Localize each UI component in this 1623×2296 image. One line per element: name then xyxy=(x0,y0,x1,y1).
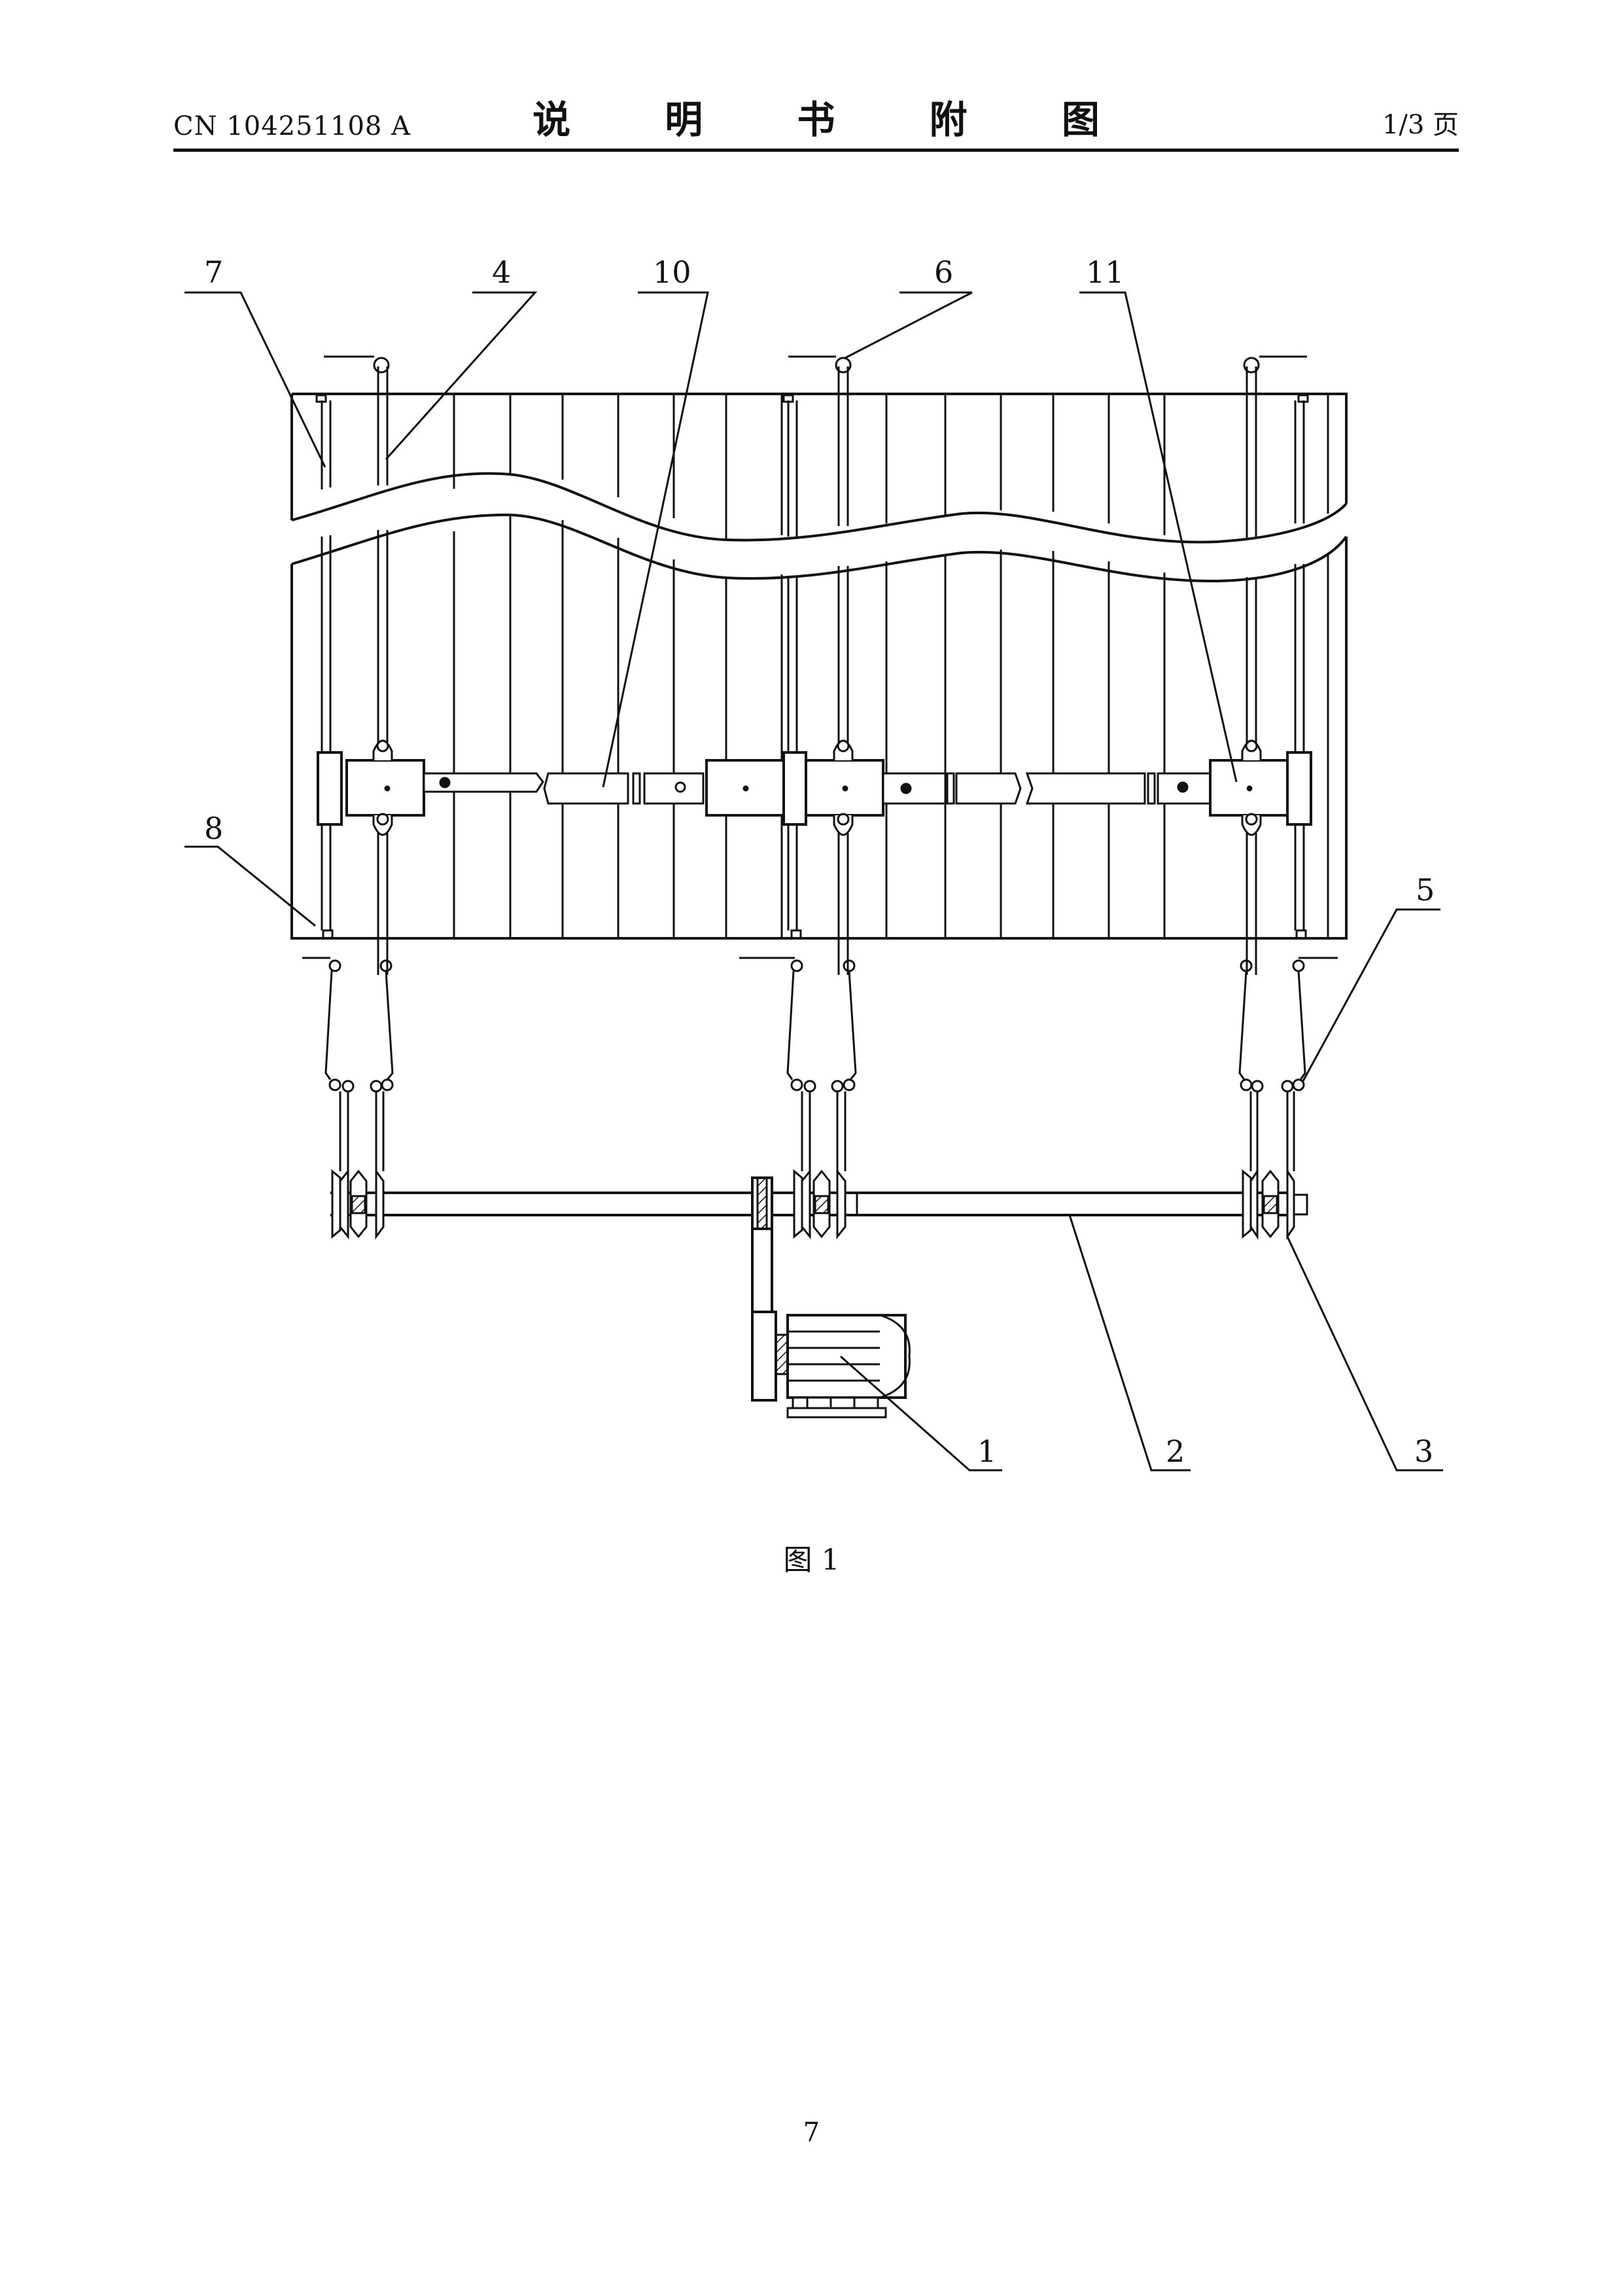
label-motor: 1 xyxy=(977,1434,996,1469)
label-rod: 4 xyxy=(492,255,511,290)
label-side-bar: 7 xyxy=(204,255,223,290)
bottom-rod-caps xyxy=(322,929,1307,940)
page-header: CN 104251108 A 说 明 书 附 图 1/3 页 xyxy=(173,92,1459,150)
cable-guides xyxy=(302,957,1338,1093)
document-title: 说 明 书 附 图 xyxy=(532,97,1140,142)
label-cable-pulley: 6 xyxy=(934,255,953,290)
label-cable-guide: 5 xyxy=(1416,872,1435,908)
header-rule xyxy=(173,149,1459,152)
shaft-pulleys xyxy=(331,1168,1308,1240)
page-number: 7 xyxy=(803,2117,820,2147)
cross-beam-assembly xyxy=(317,739,1312,836)
vertical-rods xyxy=(321,366,1305,975)
leader-lines xyxy=(184,291,1443,1472)
main-frame xyxy=(290,393,1348,940)
cables xyxy=(339,1091,1295,1171)
motor-assembly xyxy=(751,1176,911,1419)
label-pulley: 3 xyxy=(1414,1434,1433,1469)
reference-labels: 7 4 10 6 11 8 5 1 2 3 xyxy=(204,255,1435,1469)
figure-caption: 图 1 xyxy=(783,1544,840,1577)
page-indicator: 1/3 页 xyxy=(1382,110,1459,140)
top-cable-pulleys xyxy=(315,355,1309,403)
label-frame: 8 xyxy=(204,811,223,846)
label-drive-shaft: 2 xyxy=(1166,1434,1185,1469)
publication-number: CN 104251108 A xyxy=(173,111,411,141)
label-cross-beam: 10 xyxy=(653,255,691,290)
label-bearing-block: 11 xyxy=(1086,255,1125,290)
slats xyxy=(453,394,1329,938)
